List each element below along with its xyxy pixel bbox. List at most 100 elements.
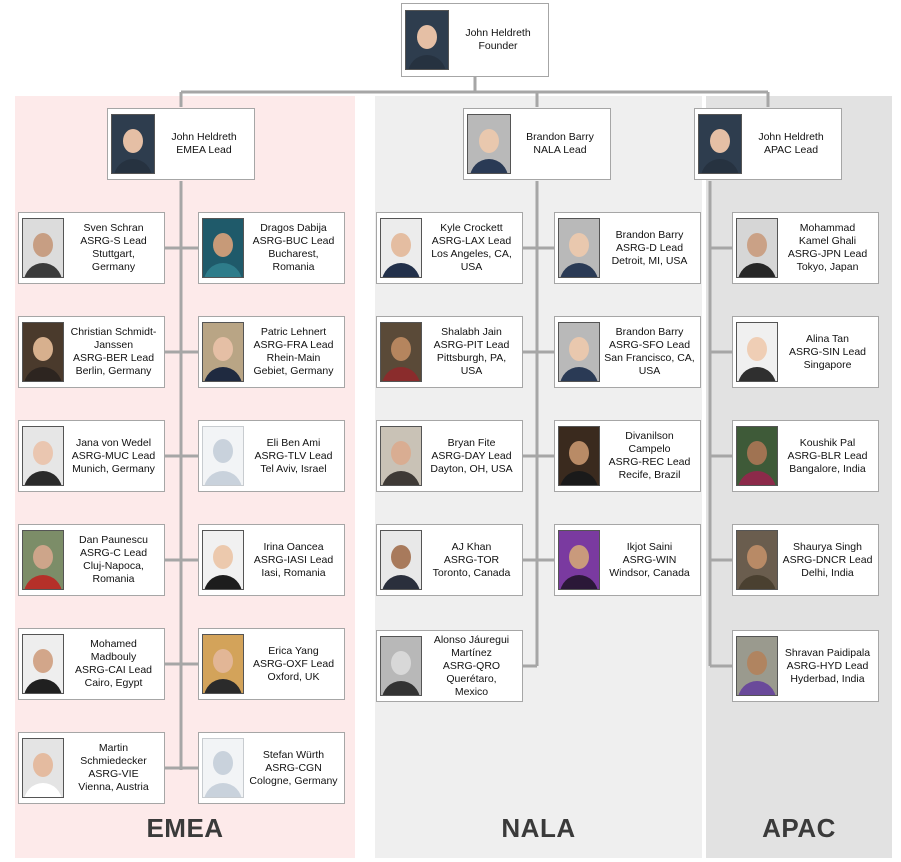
person-photo: [736, 426, 778, 486]
person-photo: [736, 218, 778, 278]
person-info-line: Irina Oancea: [263, 540, 324, 553]
person-name: John Heldreth: [758, 131, 824, 143]
person-info: John Heldreth APAC Lead: [742, 131, 838, 157]
person-info-line: Bangalore, India: [789, 462, 866, 475]
person-info-line: Vienna, Austria: [78, 781, 149, 793]
person-info-line: ASRG-BER Lead: [72, 352, 155, 364]
person-info-line: Querétaro,: [446, 672, 497, 685]
org-node-emea-lead: John Heldreth EMEA Lead: [107, 108, 255, 180]
person-info-line: ASRG-CAI Lead: [74, 664, 153, 676]
person-info-line: Jana von Wedel: [75, 436, 152, 449]
person-info-line: Kyle Crockett: [440, 222, 503, 234]
person-info-line: Brandon Barry: [615, 228, 684, 241]
person-info-line: Divanilson: [625, 430, 674, 442]
person-info-line: Sven Schran: [83, 222, 144, 234]
person-photo: [405, 10, 449, 70]
person-info-line: Iasi, Romania: [261, 566, 326, 579]
person-info-line: ASRG-OXF Lead: [252, 657, 335, 670]
person-photo: [380, 530, 422, 590]
person-info-line: ASRG-IASI Lead: [253, 553, 334, 566]
person-info-line: Dragos Dabija: [260, 222, 327, 234]
person-info-line: Mohamed: [90, 638, 137, 650]
person-info-line: Germany: [91, 261, 136, 273]
person-info-line: Los Angeles, CA,: [431, 248, 512, 260]
person-photo: [22, 738, 64, 798]
person-info-line: Alina Tan: [805, 332, 849, 345]
org-node-founder: John Heldreth Founder: [401, 3, 549, 77]
person-info: John Heldreth EMEA Lead: [155, 131, 251, 157]
person-info-line: Madbouly: [90, 651, 137, 663]
person-photo: [22, 218, 64, 278]
person-info-line: Stefan Würth: [262, 748, 325, 761]
person-photo: [22, 634, 64, 694]
person-info-line: ASRG-S Lead: [80, 235, 147, 247]
person-photo: [736, 322, 778, 382]
person-info-line: ASRG-JPN Lead: [787, 248, 868, 260]
person-info-line: Mexico: [454, 685, 489, 698]
person-photo: [698, 114, 742, 174]
person-info-line: ASRG-FRA Lead: [253, 339, 334, 351]
person-info-line: Dayton, OH, USA: [430, 462, 513, 475]
person-photo: [558, 426, 600, 486]
person-info-line: ASRG-DNCR Lead: [782, 553, 873, 566]
person-role: Founder: [478, 40, 518, 52]
person-info-line: ASRG-CGN: [265, 761, 322, 774]
person-info-line: ASRG-WIN: [622, 553, 677, 566]
person-photo: [202, 530, 244, 590]
person-info: John Heldreth Founder: [449, 27, 545, 53]
person-photo: [736, 636, 778, 696]
person-info-line: Brandon Barry: [615, 326, 684, 338]
person-info-line: Bucharest,: [268, 248, 319, 260]
person-info-line: Shalabh Jain: [441, 326, 502, 338]
person-info-line: Toronto, Canada: [432, 566, 511, 579]
person-photo: [380, 218, 422, 278]
person-info-line: Cairo, Egypt: [84, 677, 143, 689]
org-node-apac-lead: John Heldreth APAC Lead: [694, 108, 842, 180]
person-info-line: Shravan Paidipala: [784, 646, 871, 659]
person-photo: [202, 322, 244, 382]
person-info-line: Christian Schmidt-: [70, 326, 157, 338]
person-info-line: Campelo: [628, 443, 671, 455]
person-photo: [202, 634, 244, 694]
person-info-line: ASRG-C Lead: [79, 547, 148, 559]
default-avatar-icon: [202, 738, 244, 798]
person-info-line: Alonso Jáuregui: [433, 633, 510, 646]
person-photo: [558, 322, 600, 382]
person-info-line: Kamel Ghali: [798, 235, 857, 247]
person-role: APAC Lead: [763, 144, 819, 156]
person-info-line: Detroit, MI, USA: [611, 254, 688, 267]
person-info-line: ASRG-VIE: [88, 768, 139, 780]
person-photo: [736, 530, 778, 590]
person-info-line: ASRG-BLR Lead: [787, 449, 868, 462]
person-info: Brandon Barry NALA Lead: [511, 131, 607, 157]
person-role: EMEA Lead: [176, 144, 232, 156]
person-info-line: Hyderbad, India: [790, 672, 865, 685]
person-info-line: Rhein-Main: [266, 352, 321, 364]
person-info-line: Koushik Pal: [799, 436, 856, 449]
person-info-line: ASRG-SFO Lead: [608, 339, 691, 351]
person-info-line: Recife, Brazil: [618, 469, 681, 481]
